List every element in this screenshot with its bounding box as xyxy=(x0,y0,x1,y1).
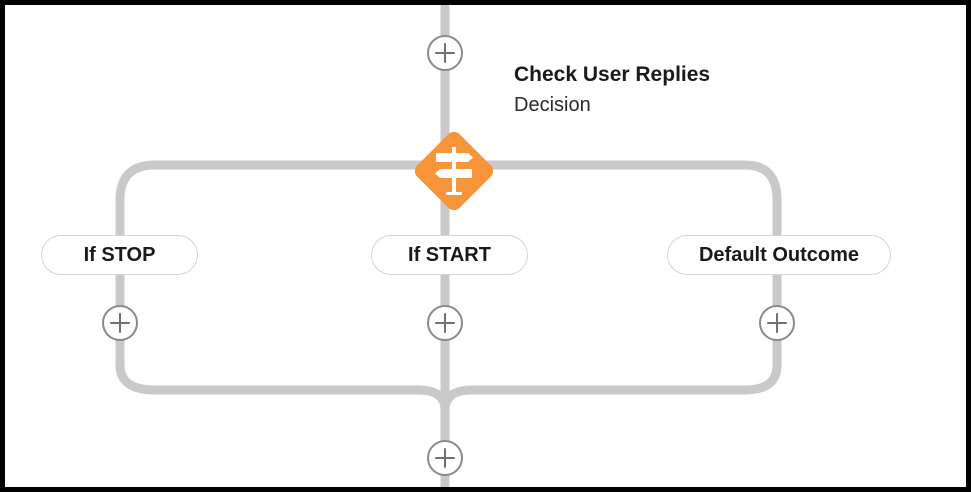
connector-left-branch xyxy=(115,160,450,487)
add-element-button-if-start[interactable] xyxy=(427,305,463,341)
signpost-icon xyxy=(435,147,473,195)
outcome-pill-if-stop[interactable]: If STOP xyxy=(41,235,198,275)
add-element-button-default[interactable] xyxy=(759,305,795,341)
outcome-pill-default[interactable]: Default Outcome xyxy=(667,235,891,275)
decision-type-label: Decision xyxy=(514,94,591,116)
add-element-button-bottom[interactable] xyxy=(427,440,463,476)
decision-node[interactable] xyxy=(402,119,506,223)
flow-connectors xyxy=(115,5,782,487)
connector-right-branch xyxy=(440,160,782,411)
add-element-button-top[interactable] xyxy=(427,35,463,71)
decision-title: Check User Replies xyxy=(514,63,711,86)
decision-diamond xyxy=(414,131,494,211)
add-element-button-if-stop[interactable] xyxy=(102,305,138,341)
outcome-pill-if-start[interactable]: If START xyxy=(371,235,528,275)
